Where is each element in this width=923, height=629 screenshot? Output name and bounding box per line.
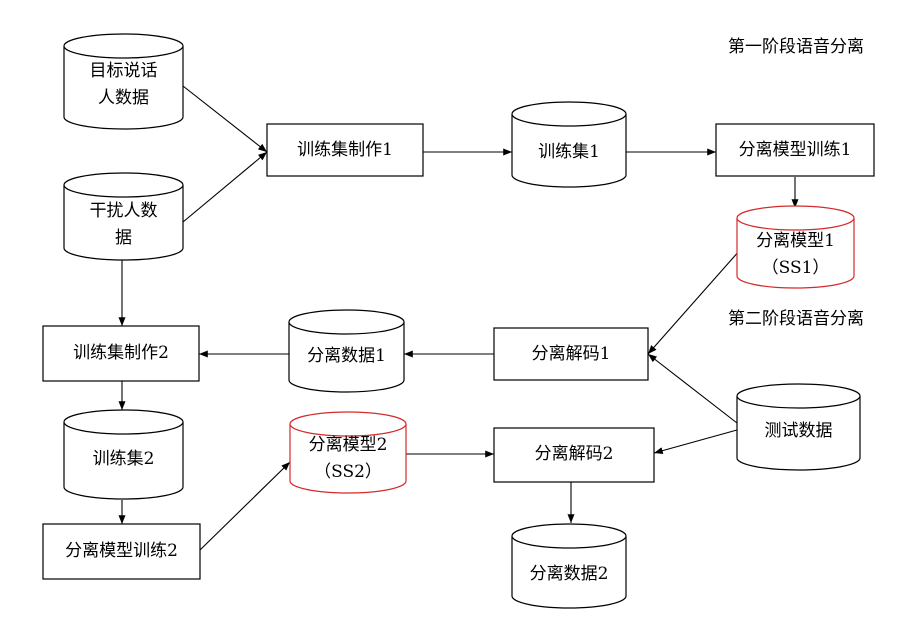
model-train-2-box (42, 523, 201, 580)
decode-2-label: 分离解码2 (534, 444, 614, 464)
cylinder-nodes (63, 33, 861, 609)
stage-1-label: 第一阶段语音分离 (728, 37, 864, 57)
trainset-make-1-label: 训练集制作1 (297, 140, 393, 160)
model-train-1-box (715, 123, 875, 177)
separated-data-1-cylinder (288, 309, 405, 393)
edge-model-train-2-to-model-2 (199, 461, 291, 551)
model-2-cylinder (289, 411, 407, 494)
model-1-line1: 分离模型1 (756, 231, 835, 251)
model-2-line1: 分离模型2 (308, 435, 388, 455)
trainset-1-label: 训练集1 (538, 142, 600, 162)
interference-data-line1: 干扰人数 (89, 201, 158, 221)
model-train-2-label: 分离模型训练2 (65, 541, 178, 561)
target-speaker-data-label: 目标说话 人数据 (64, 58, 183, 112)
trainset-1-cylinder (511, 101, 627, 188)
interference-data-line2: 据 (115, 228, 132, 248)
separated-data-2-label: 分离数据2 (529, 564, 609, 584)
stage-2-label: 第二阶段语音分离 (728, 309, 864, 329)
trainset-2-label: 训练集2 (92, 449, 155, 469)
target-speaker-data-cylinder (63, 33, 184, 130)
trainset-make-2-box (42, 325, 200, 382)
decode-1-label: 分离解码1 (531, 344, 611, 364)
edge-model-1-to-decode-1 (647, 249, 741, 355)
interference-data-cylinder (63, 172, 184, 261)
model-1-cylinder (736, 205, 855, 289)
trainset-2-cylinder (63, 409, 184, 500)
edge-test-data-to-decode-2 (653, 429, 738, 455)
edge-target-to-trainset-make-1 (182, 85, 268, 153)
decode-1-box (493, 327, 649, 381)
model-1-label: 分离模型1 （SS1） (737, 228, 854, 282)
separated-data-2-cylinder (511, 523, 627, 609)
model-1-line2: （SS1） (761, 258, 830, 278)
test-data-label: 测试数据 (764, 421, 833, 441)
target-speaker-data-line1: 目标说话 (89, 61, 158, 81)
edge-interference-to-trainset-make-1 (182, 151, 268, 223)
model-train-1-label: 分离模型训练1 (738, 140, 852, 160)
trainset-make-2-label: 训练集制作2 (73, 343, 169, 363)
interference-data-label: 干扰人数 据 (64, 198, 183, 252)
box-nodes (42, 123, 875, 580)
trainset-make-1-box (266, 123, 424, 177)
edges (118, 85, 799, 551)
separated-data-1-label: 分离数据1 (307, 346, 386, 366)
edge-test-data-to-decode-1 (647, 353, 738, 424)
test-data-cylinder (736, 383, 861, 471)
model-2-label: 分离模型2 （SS2） (290, 432, 406, 486)
decode-2-box (493, 427, 655, 483)
model-2-line2: （SS2） (314, 462, 382, 482)
target-speaker-data-line2: 人数据 (98, 88, 149, 108)
